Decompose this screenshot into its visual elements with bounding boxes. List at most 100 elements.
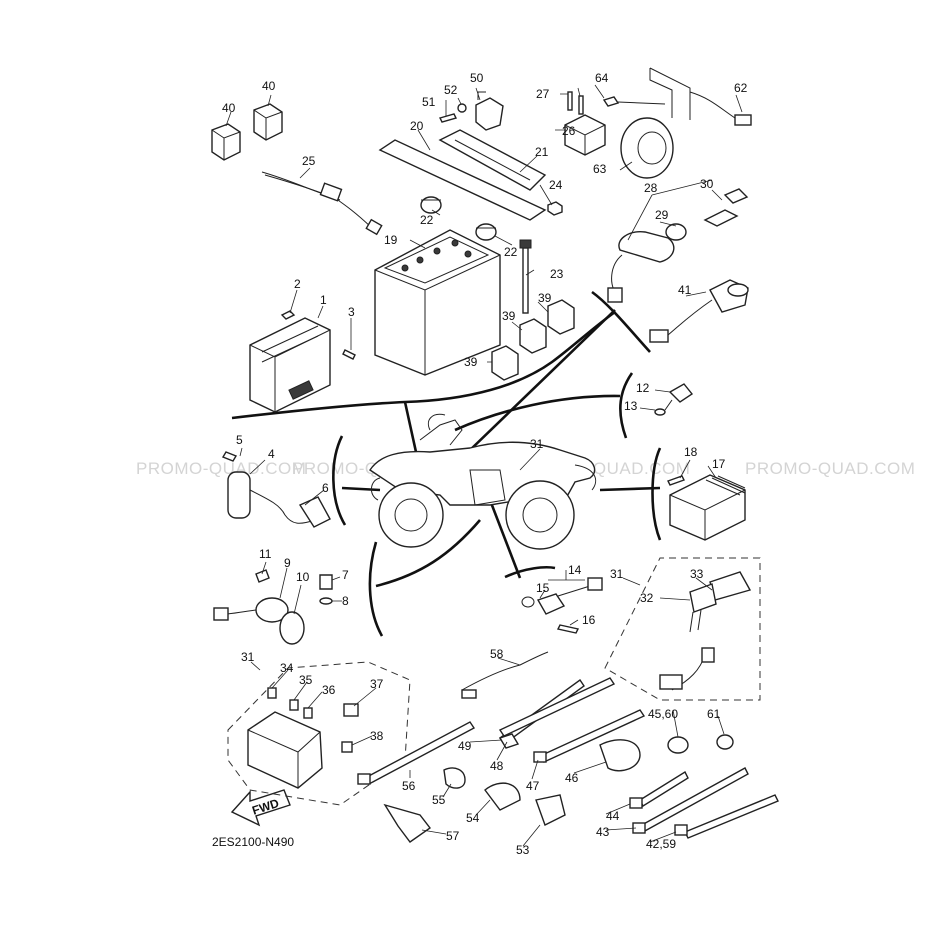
label-22a: 22 xyxy=(420,213,434,227)
battery-bands xyxy=(378,129,547,221)
horn xyxy=(602,67,752,179)
part-labels: 1 2 3 4 5 6 7 8 9 10 11 12 13 14 15 16 1… xyxy=(222,71,748,857)
label-17: 17 xyxy=(712,457,726,471)
label-26: 26 xyxy=(562,124,576,138)
label-41: 41 xyxy=(678,283,692,297)
label-1: 1 xyxy=(320,293,327,307)
watermark-text-4: PROMO-QUAD.COM xyxy=(745,459,915,478)
label-63: 63 xyxy=(593,162,607,176)
fuse-box-group xyxy=(227,661,411,806)
label-19: 19 xyxy=(384,233,398,247)
label-22b: 22 xyxy=(504,245,518,259)
label-31c: 31 xyxy=(241,650,255,664)
label-3: 3 xyxy=(348,305,355,319)
label-24: 24 xyxy=(549,178,563,192)
label-25: 25 xyxy=(302,154,316,168)
fwd-arrow: FWD xyxy=(230,789,291,827)
label-8: 8 xyxy=(342,594,349,608)
watermark-text-1: PROMO-QUAD.COM xyxy=(136,459,306,478)
sensor-7 xyxy=(319,574,333,605)
speed-sensor xyxy=(521,577,603,634)
label-32: 32 xyxy=(640,591,654,605)
diagram-code: 2ES2100-N490 xyxy=(212,835,294,849)
relay-26 xyxy=(564,91,606,156)
label-51: 51 xyxy=(422,95,436,109)
label-38: 38 xyxy=(370,729,384,743)
label-18: 18 xyxy=(684,445,698,459)
battery xyxy=(374,229,501,376)
label-33: 33 xyxy=(690,567,704,581)
label-29: 29 xyxy=(655,208,669,222)
label-44: 44 xyxy=(606,809,620,823)
label-47: 47 xyxy=(526,779,540,793)
label-9: 9 xyxy=(284,556,291,570)
thermo-sensor xyxy=(654,383,694,416)
wire-harness xyxy=(261,171,383,236)
label-61: 61 xyxy=(707,707,721,721)
label-2: 2 xyxy=(294,277,301,291)
relays-39 xyxy=(491,299,575,381)
ignition-coil xyxy=(221,451,331,528)
section-separators xyxy=(231,290,662,637)
front-wheel xyxy=(378,482,444,548)
label-16: 16 xyxy=(582,613,596,627)
dc-socket xyxy=(649,279,749,343)
label-31a: 31 xyxy=(530,437,544,451)
label-31b: 31 xyxy=(610,567,624,581)
label-49: 49 xyxy=(458,739,472,753)
label-6: 6 xyxy=(322,481,329,495)
label-43: 43 xyxy=(596,825,610,839)
label-11: 11 xyxy=(259,547,272,561)
label-4: 4 xyxy=(268,447,275,461)
label-50: 50 xyxy=(470,71,484,85)
label-35: 35 xyxy=(299,673,313,687)
label-39b: 39 xyxy=(502,309,516,323)
label-34: 34 xyxy=(280,661,294,675)
label-30: 30 xyxy=(700,177,714,191)
label-37: 37 xyxy=(370,677,384,691)
label-20: 20 xyxy=(410,119,424,133)
label-23: 23 xyxy=(550,267,564,281)
label-39a: 39 xyxy=(538,291,552,305)
label-46: 46 xyxy=(565,771,579,785)
label-64: 64 xyxy=(595,71,609,85)
label-21: 21 xyxy=(535,145,549,159)
label-14: 14 xyxy=(568,563,582,577)
rear-wheel xyxy=(505,480,575,550)
label-53: 53 xyxy=(516,843,530,857)
label-52: 52 xyxy=(444,83,458,97)
label-55: 55 xyxy=(432,793,446,807)
label-10: 10 xyxy=(296,570,310,584)
pickup-coil xyxy=(213,569,305,645)
label-56: 56 xyxy=(402,779,416,793)
label-45-60: 45,60 xyxy=(648,707,678,721)
battery-mounts xyxy=(420,196,563,314)
relays-40 xyxy=(211,103,283,161)
atv-illustration xyxy=(369,413,597,550)
ecu-unit xyxy=(249,310,356,413)
leader-lines xyxy=(225,84,743,847)
sub-harness-group xyxy=(604,557,761,701)
label-48: 48 xyxy=(490,759,504,773)
label-28: 28 xyxy=(644,181,658,195)
label-36: 36 xyxy=(322,683,336,697)
label-7: 7 xyxy=(342,568,349,582)
label-58: 58 xyxy=(490,647,504,661)
label-27: 27 xyxy=(536,87,550,101)
label-42-59: 42,59 xyxy=(646,837,676,851)
label-62: 62 xyxy=(734,81,748,95)
label-15: 15 xyxy=(536,581,550,595)
label-54: 54 xyxy=(466,811,480,825)
label-39c: 39 xyxy=(464,355,478,369)
label-12: 12 xyxy=(636,381,650,395)
main-switch xyxy=(607,188,749,303)
rectifier-regulator xyxy=(667,474,746,541)
label-40b: 40 xyxy=(222,101,236,115)
label-5: 5 xyxy=(236,433,243,447)
label-57: 57 xyxy=(446,829,460,843)
label-40a: 40 xyxy=(262,79,276,93)
label-13: 13 xyxy=(624,399,638,413)
cable-ties-and-clamps xyxy=(357,651,779,843)
relay-50 xyxy=(438,91,504,131)
